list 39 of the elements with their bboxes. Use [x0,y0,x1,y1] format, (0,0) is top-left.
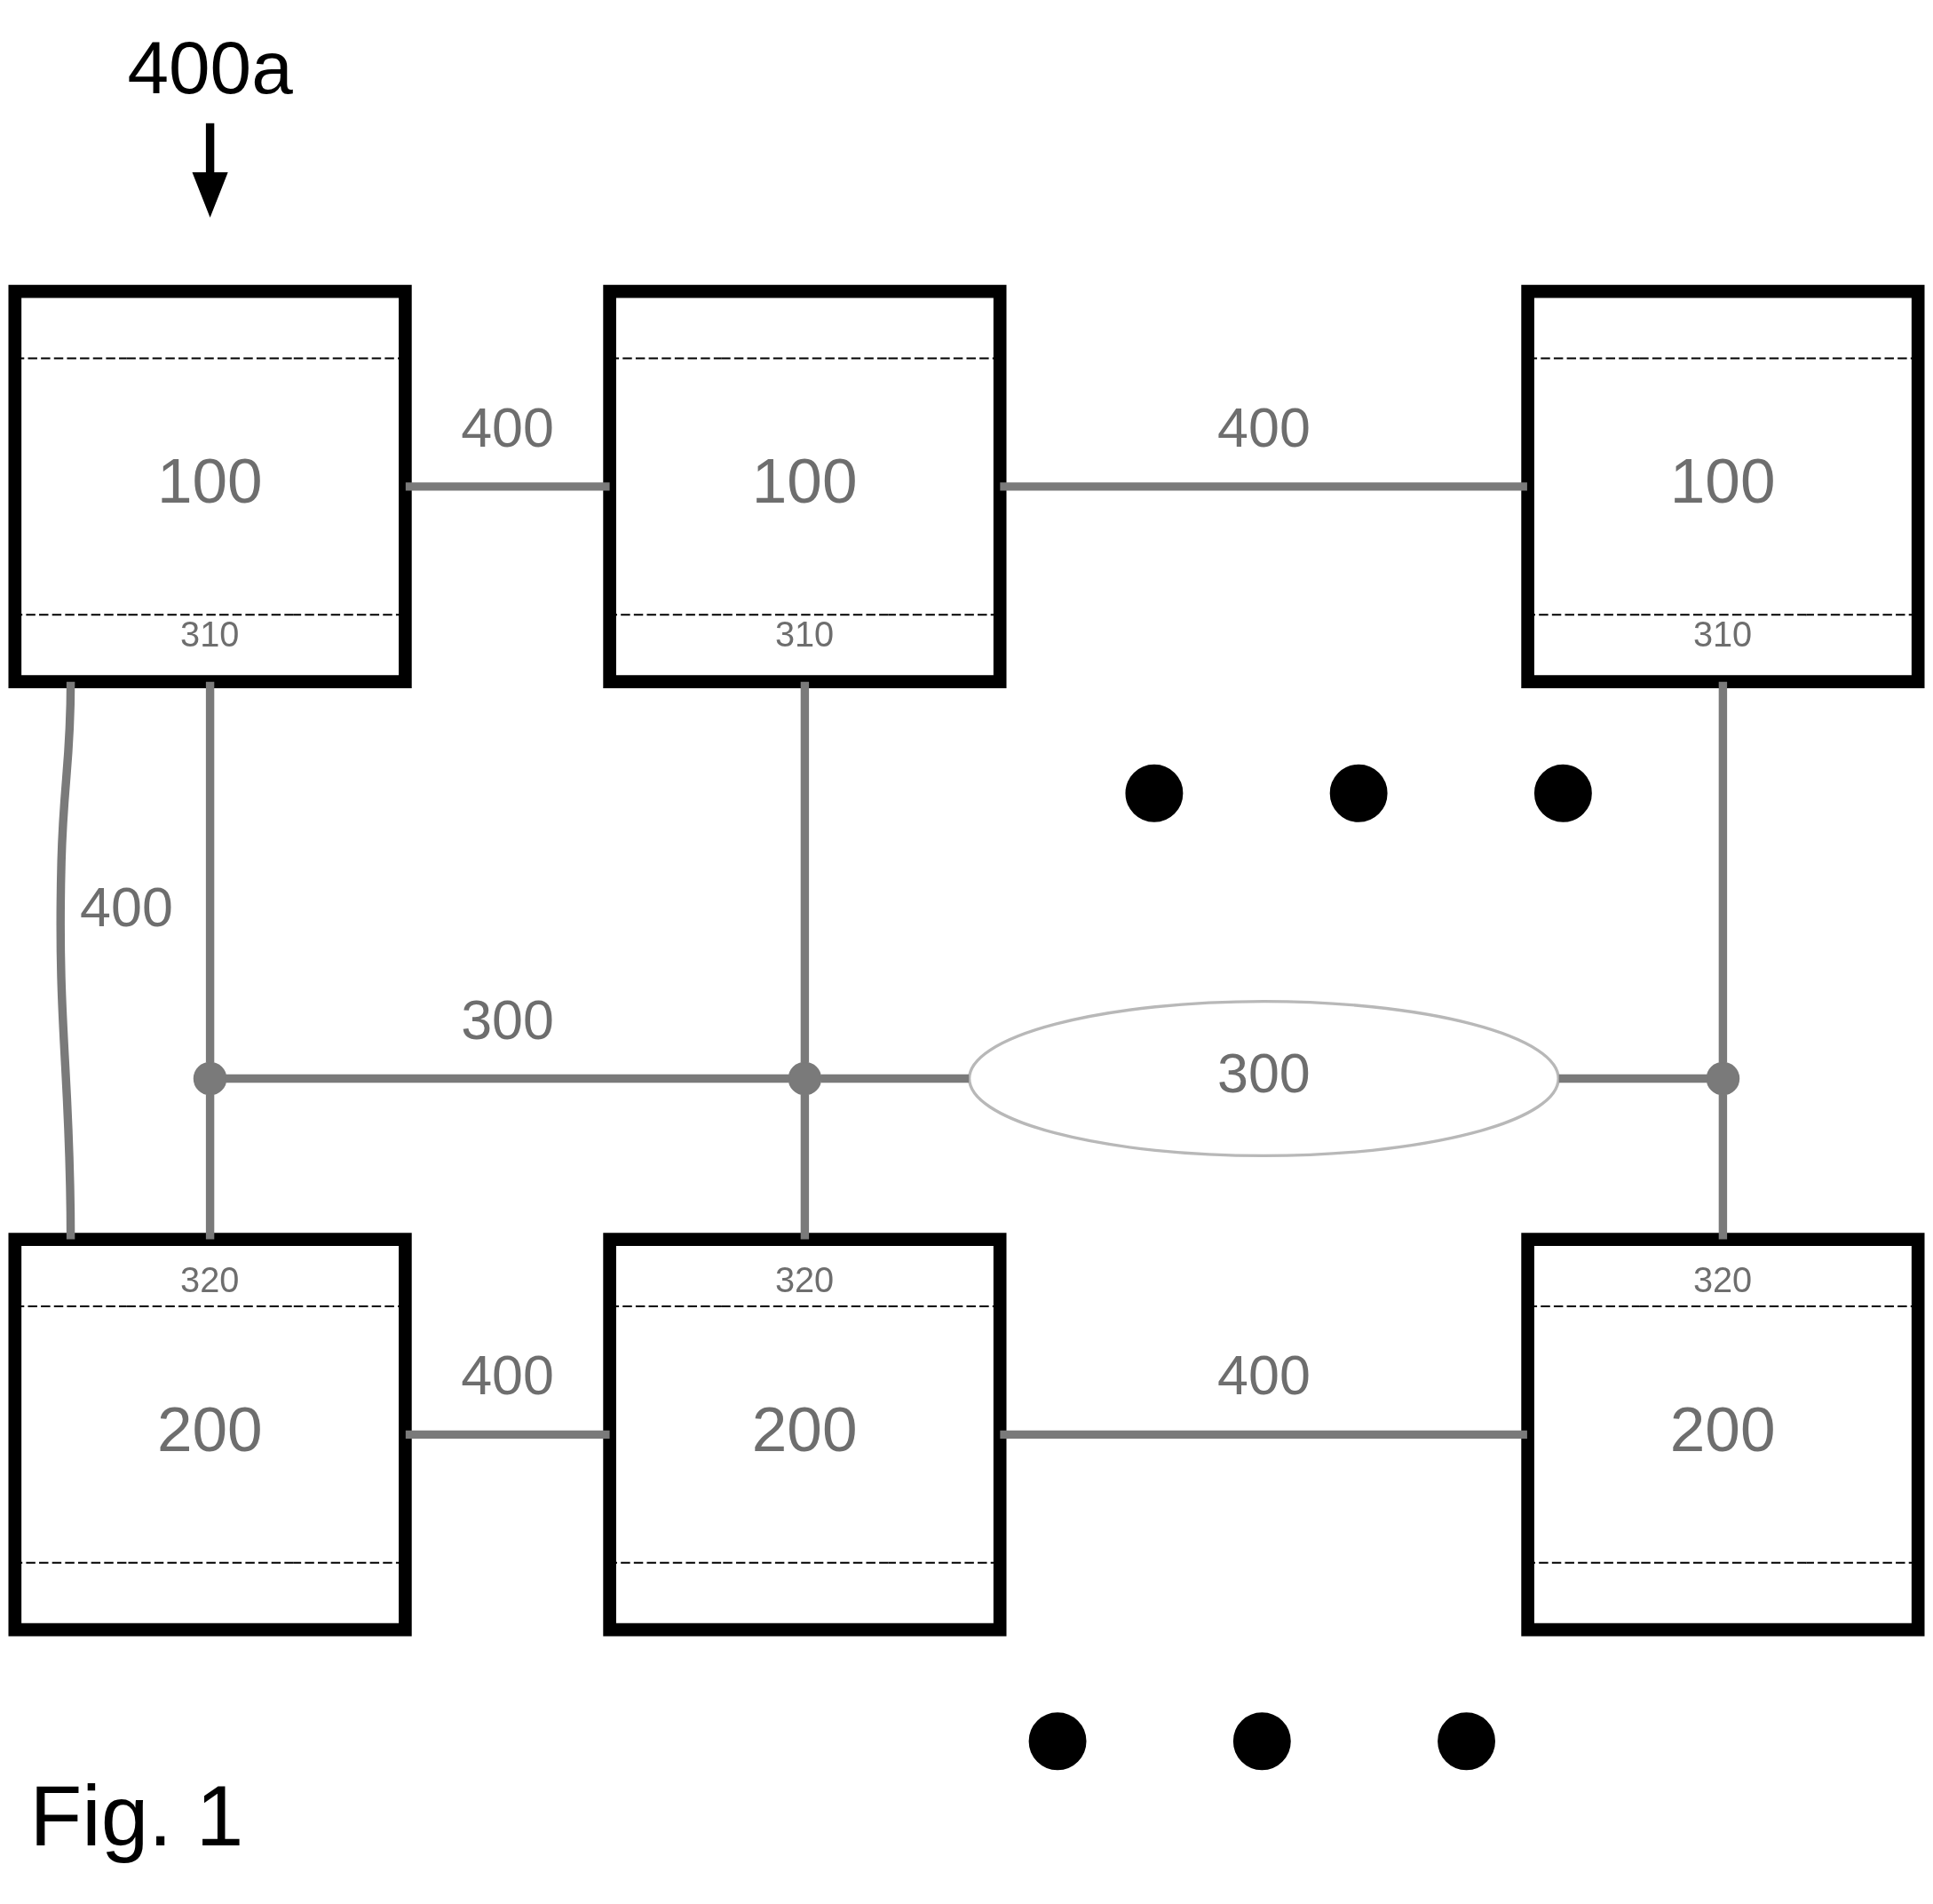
node-ellipse: 300 [967,999,1560,1157]
connector [800,1093,810,1240]
edge-label: 400 [461,1343,554,1406]
edge-label: 400 [1217,1343,1311,1406]
node-circle [1028,1711,1087,1770]
connector [1000,481,1527,491]
connector [205,681,215,1062]
connector [800,681,810,1062]
edge-label: 300 [461,988,554,1051]
node-circle [1329,764,1388,822]
node-box: 100 310 [603,284,1007,688]
edge-label: 400 [1217,395,1311,458]
connector [1718,681,1728,1062]
node-circle [1533,764,1592,822]
edge-label: 400 [80,875,173,938]
node-circle [193,1061,227,1095]
connector [1000,1430,1527,1439]
node-circle [1125,764,1184,822]
node-box: 100 310 [8,284,412,688]
node-circle [788,1061,822,1095]
edge-label: 400 [461,395,554,458]
connector [405,481,610,491]
node-text: 400a [127,25,293,109]
caption: Fig. 1 [29,1767,244,1863]
connector [820,1074,970,1083]
node-box: 100 310 [1521,284,1925,688]
node-box: 320 200 [603,1232,1007,1636]
node-box: 320 200 [8,1232,412,1636]
arrow [192,123,228,218]
node-box: 320 200 [1521,1232,1925,1636]
connector [1558,1074,1707,1083]
connector [205,1093,215,1240]
connector [226,1074,789,1083]
node-circle [1438,1711,1495,1770]
node-circle [1706,1061,1740,1095]
node-circle [1232,1711,1291,1770]
connector [56,681,75,1240]
connector [1718,1093,1728,1240]
connector [405,1430,610,1439]
